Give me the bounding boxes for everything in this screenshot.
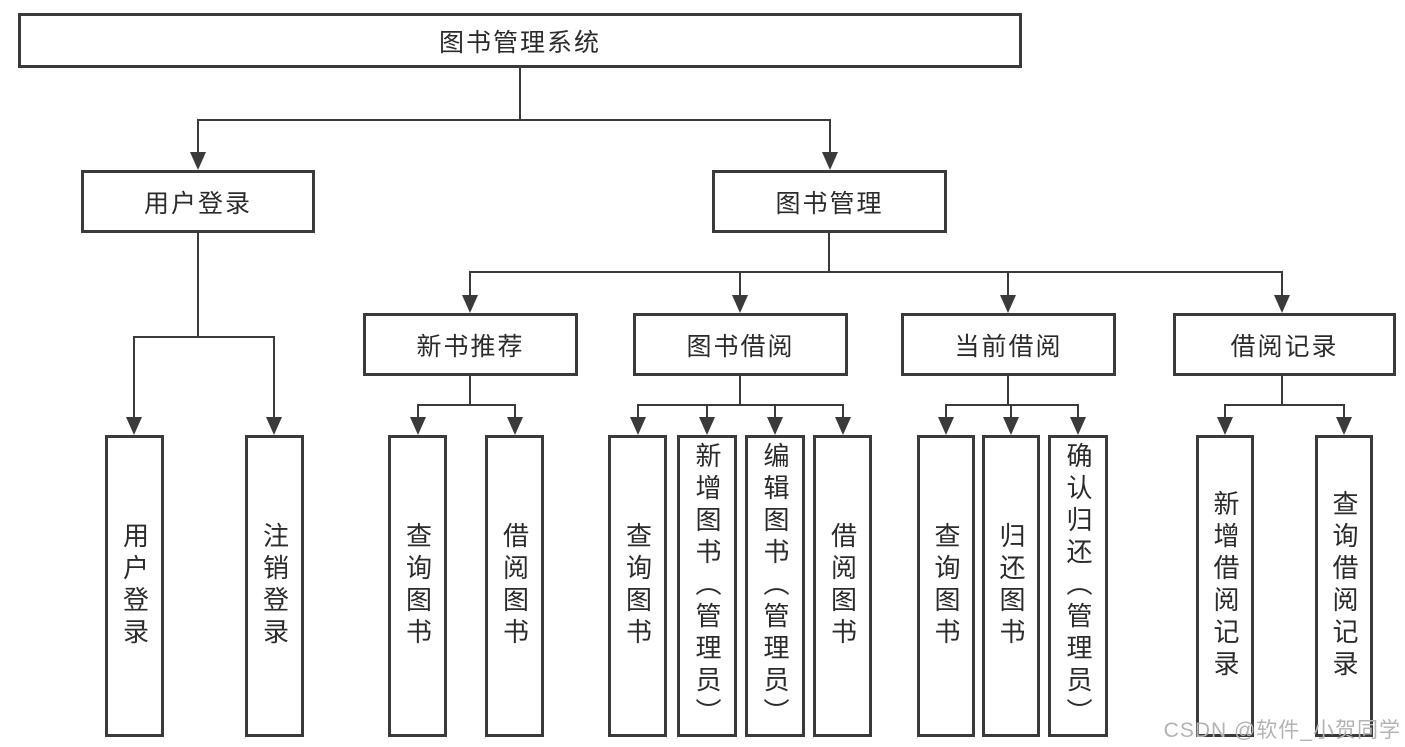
node-add-borrow-record: 新增借阅记录 [1196,435,1254,737]
arrow-down-icon [1003,417,1019,435]
connector-stem-current-borrow [1007,374,1009,406]
connector-drop [739,271,741,299]
connector-rail-book-mgmt [469,271,1283,273]
node-borrow-book: 借阅图书 [813,435,872,737]
node-book-borrow: 图书借阅 [633,313,848,376]
connector-drop [514,404,516,420]
connector-stem-new-recommend [469,374,471,406]
connector-drop [469,271,471,299]
arrow-down-icon [630,417,646,435]
arrow-down-icon [266,417,282,435]
connector-drop [1077,404,1079,420]
connector-drop [637,404,639,420]
arrow-down-icon [1217,417,1233,435]
arrow-down-icon [126,417,142,435]
connector-rail-root [197,119,831,121]
connector-drop [1224,404,1226,420]
node-borrow-record: 借阅记录 [1173,313,1396,376]
node-query-borrow-record: 查询借阅记录 [1315,435,1373,737]
node-confirm-return-admin: 确认归还（管理员） [1048,435,1108,737]
connector-stem-book-borrow [739,374,741,406]
arrow-down-icon [1070,417,1086,435]
node-new-book-recommend: 新书推荐 [363,313,578,376]
connector-drop [1281,271,1283,299]
arrow-down-icon [822,152,838,170]
connector-rail-user-login [133,336,275,338]
arrow-down-icon [507,417,523,435]
connector-drop [774,404,776,420]
arrow-down-icon [938,417,954,435]
arrow-down-icon [1000,295,1016,313]
node-add-book-admin: 新增图书（管理员） [677,435,737,737]
node-borrow-book-recommend: 借阅图书 [485,435,544,737]
node-login: 用户登录 [105,435,164,737]
arrow-down-icon [699,417,715,435]
connector-drop [1343,404,1345,420]
connector-drop [842,404,844,420]
connector-rail-current-borrow [945,404,1079,406]
connector-stem-borrow-record [1281,374,1283,406]
arrow-down-icon [1274,295,1290,313]
connector-stem-user-login [197,232,199,338]
connector-drop [1010,404,1012,420]
node-logout: 注销登录 [245,435,304,737]
arrow-down-icon [410,417,426,435]
connector-rail-new-recommend [417,404,516,406]
arrow-down-icon [732,295,748,313]
arrow-down-icon [462,295,478,313]
node-edit-book-admin: 编辑图书（管理员） [745,435,805,737]
node-user-login: 用户登录 [81,170,315,233]
connector-drop [706,404,708,420]
arrow-down-icon [767,417,783,435]
node-query-book-recommend: 查询图书 [388,435,447,737]
node-query-book-current: 查询图书 [917,435,975,737]
connector-drop [133,336,135,420]
node-book-management: 图书管理 [712,170,947,233]
node-root: 图书管理系统 [18,13,1022,68]
connector-rail-borrow-record [1224,404,1345,406]
connector-drop [197,119,199,155]
arrow-down-icon [835,417,851,435]
connector-drop [273,336,275,420]
connector-drop [417,404,419,420]
node-current-borrow: 当前借阅 [901,313,1116,376]
connector-rail-book-borrow [637,404,844,406]
node-return-book: 归还图书 [982,435,1040,737]
node-query-book-borrow: 查询图书 [608,435,667,737]
watermark: CSDN @软件_小贺同学 [1163,719,1401,742]
connector-stem-book-mgmt [828,232,830,273]
arrow-down-icon [190,152,206,170]
connector-drop [945,404,947,420]
arrow-down-icon [1336,417,1352,435]
connector-stem-root [519,67,521,121]
connector-drop [829,119,831,155]
connector-drop [1007,271,1009,299]
